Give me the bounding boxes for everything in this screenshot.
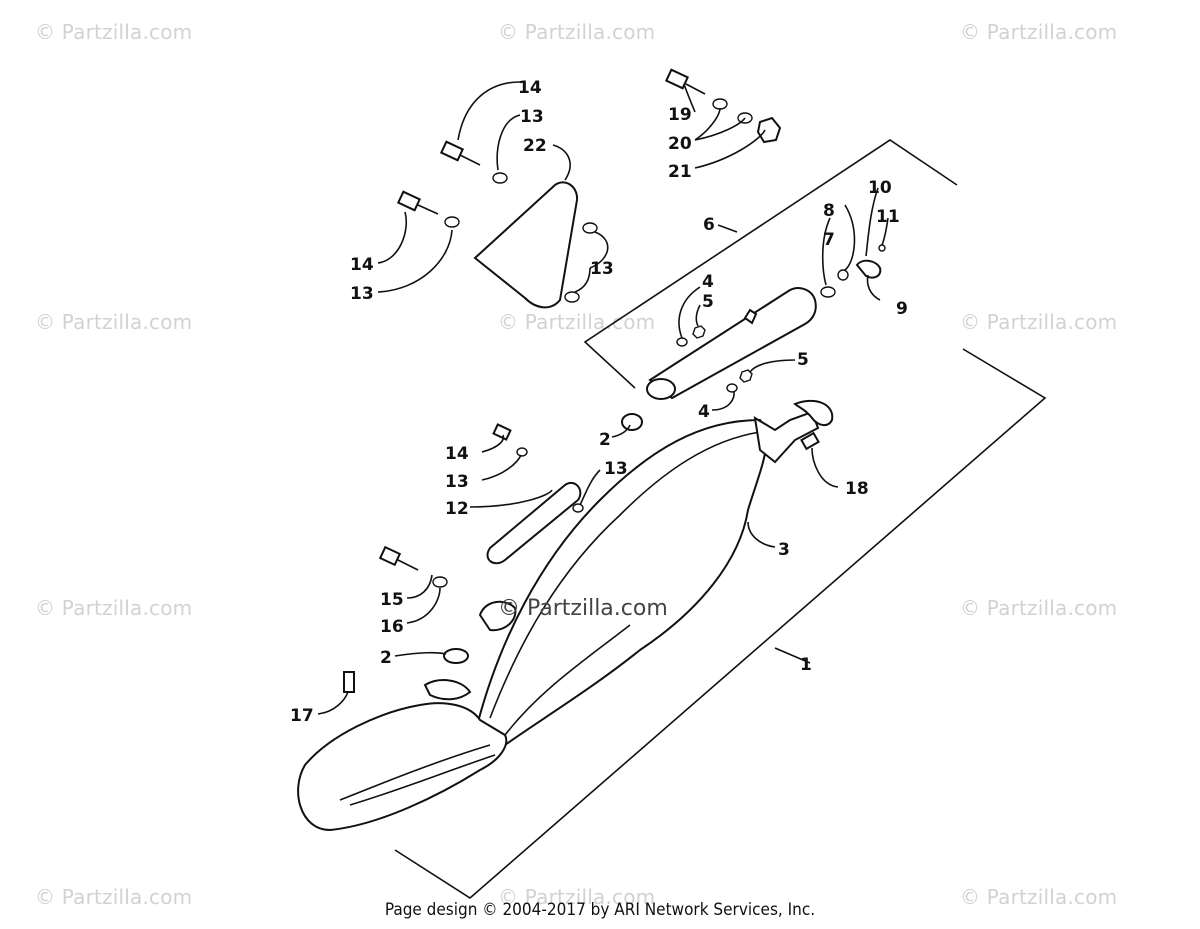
- watermark-top-center: © Partzilla.com: [498, 20, 656, 44]
- callout-13: 13: [350, 284, 374, 304]
- watermark-top-right: © Partzilla.com: [960, 20, 1118, 44]
- hardware: [343, 68, 820, 693]
- callout-6: 6: [703, 215, 715, 235]
- callout-4: 4: [698, 402, 710, 422]
- callout-5: 5: [797, 350, 809, 370]
- callout-4: 4: [702, 272, 714, 292]
- bracket-part-22: [473, 181, 579, 309]
- callout-21: 21: [668, 162, 692, 182]
- callout-8: 8: [823, 201, 835, 221]
- callout-18: 18: [845, 479, 869, 499]
- callout-13: 13: [604, 459, 628, 479]
- callout-13: 13: [520, 107, 544, 127]
- callout-12: 12: [445, 499, 469, 519]
- callout-3: 3: [778, 540, 790, 560]
- callout-14: 14: [350, 255, 374, 275]
- watermark-bottom-left: © Partzilla.com: [35, 885, 193, 909]
- watermark-bottom-right: © Partzilla.com: [960, 885, 1118, 909]
- callout-2: 2: [599, 430, 611, 450]
- callout-2: 2: [380, 648, 392, 668]
- watermark-mid-left: © Partzilla.com: [35, 310, 193, 334]
- watermark-mid-center: © Partzilla.com: [498, 310, 656, 334]
- watermark-center: © Partzilla.com: [498, 596, 668, 621]
- watermark-low-left: © Partzilla.com: [35, 596, 193, 620]
- head-pipe: [297, 679, 508, 832]
- callout-14: 14: [445, 444, 469, 464]
- callout-9: 9: [896, 299, 908, 319]
- assembly-1-bracket: [394, 348, 1047, 899]
- pipe-assembly-6: [646, 244, 886, 400]
- leader-lines: [317, 81, 889, 715]
- silencer-part-3: [476, 399, 834, 747]
- callout-5: 5: [702, 292, 714, 312]
- watermark-bottom-center: © Partzilla.com: [498, 885, 656, 909]
- callout-13: 13: [590, 259, 614, 279]
- callout-22: 22: [523, 136, 547, 156]
- watermark-top-left: © Partzilla.com: [35, 20, 193, 44]
- callout-14: 14: [518, 78, 542, 98]
- callout-17: 17: [290, 706, 314, 726]
- callout-11: 11: [876, 207, 900, 227]
- page-footer: Page design © 2004-2017 by ARI Network S…: [384, 900, 816, 920]
- mount-tab: [478, 600, 517, 632]
- callout-1: 1: [800, 655, 812, 675]
- callout-10: 10: [868, 178, 892, 198]
- callout-16: 16: [380, 617, 404, 637]
- callout-19: 19: [668, 105, 692, 125]
- callout-labels: 14 13 22 14 13 13 19 20 21 6 8 7 10 11 9…: [290, 78, 908, 726]
- bracket-part-12: [486, 481, 582, 565]
- callout-7: 7: [823, 230, 835, 250]
- watermark-mid-right: © Partzilla.com: [960, 310, 1118, 334]
- watermark-low-right: © Partzilla.com: [960, 596, 1118, 620]
- callout-20: 20: [668, 134, 692, 154]
- callout-15: 15: [380, 590, 404, 610]
- callout-13: 13: [445, 472, 469, 492]
- assembly-6-bracket: [583, 139, 958, 389]
